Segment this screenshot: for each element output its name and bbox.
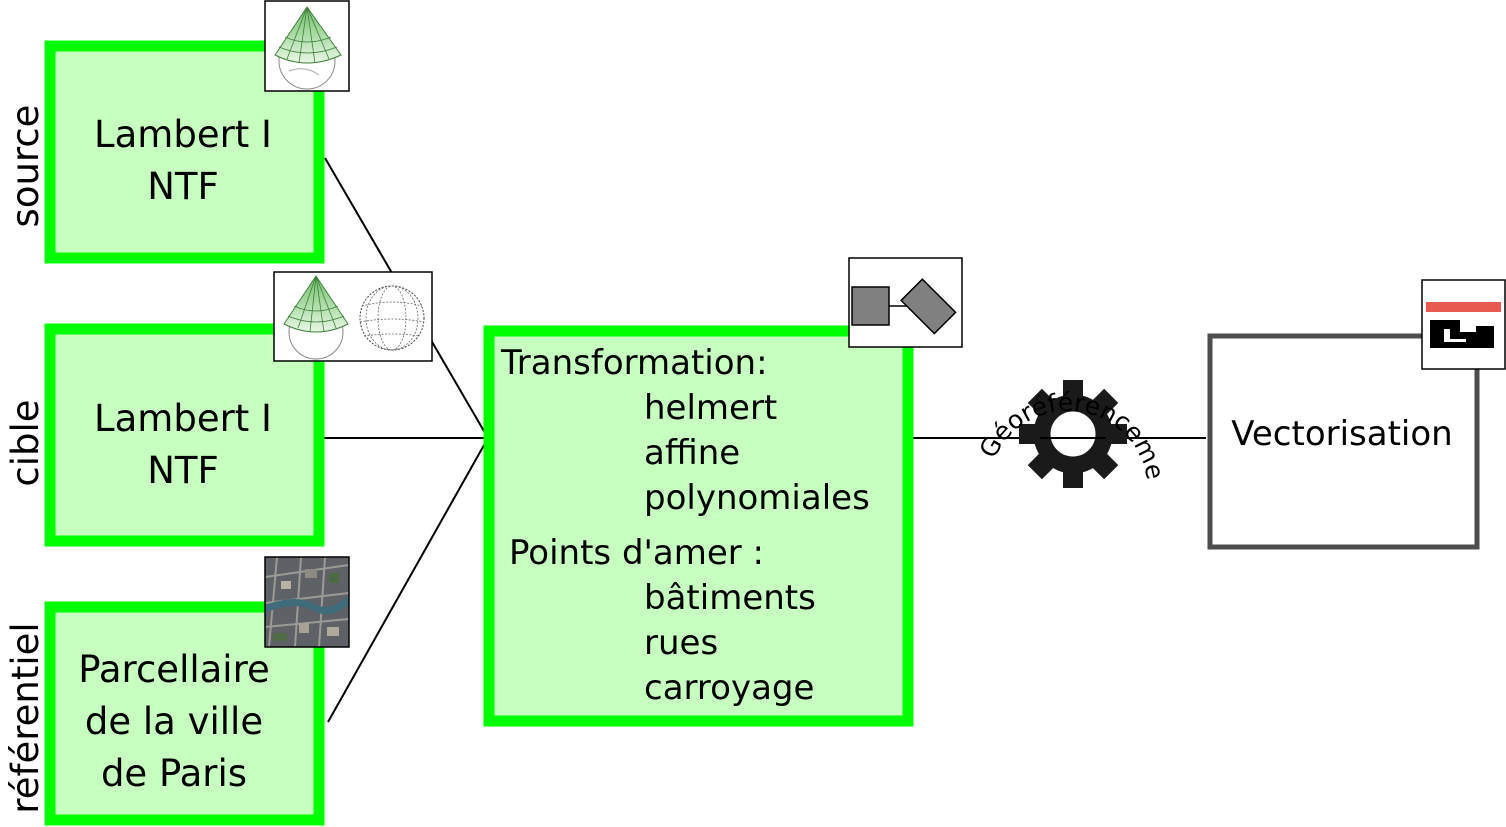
referentiel-box-line2: de la ville <box>85 700 263 743</box>
transformation-box[interactable]: Transformation: helmert affine polynomia… <box>483 325 914 727</box>
point-batiments: bâtiments <box>644 578 816 618</box>
vectorisation-label: Vectorisation <box>1231 414 1452 454</box>
method-helmert: helmert <box>644 388 777 428</box>
conic-projection-icon <box>264 0 350 92</box>
referentiel-box-line3: de Paris <box>101 752 247 795</box>
conic-to-globe-projection-icon <box>273 271 433 362</box>
point-carroyage: carroyage <box>644 668 814 708</box>
vectorisation-box[interactable]: Vectorisation <box>1207 333 1480 550</box>
source-box-line1: Lambert I <box>94 113 272 156</box>
gear-icon <box>1019 380 1127 488</box>
side-label-referentiel: référentiel <box>4 622 47 813</box>
transformation-heading: Transformation: <box>500 343 768 383</box>
vector-layer-icon <box>1421 279 1506 370</box>
side-label-cible: cible <box>4 399 47 486</box>
points-heading: Points d'amer : <box>509 533 764 573</box>
referentiel-box-line1: Parcellaire <box>78 648 270 691</box>
method-polynomiales: polynomiales <box>644 478 870 518</box>
side-label-source: source <box>4 105 47 228</box>
source-box-line2: NTF <box>147 165 219 208</box>
cible-box-line2: NTF <box>147 449 219 492</box>
cible-box[interactable]: Lambert I NTF <box>44 323 325 547</box>
shape-transform-icon <box>848 257 963 348</box>
method-affine: affine <box>644 433 740 473</box>
cible-box-line1: Lambert I <box>94 397 272 440</box>
connector-referentiel <box>327 437 489 723</box>
aerial-photo-icon <box>264 556 350 648</box>
point-rues: rues <box>644 623 718 663</box>
